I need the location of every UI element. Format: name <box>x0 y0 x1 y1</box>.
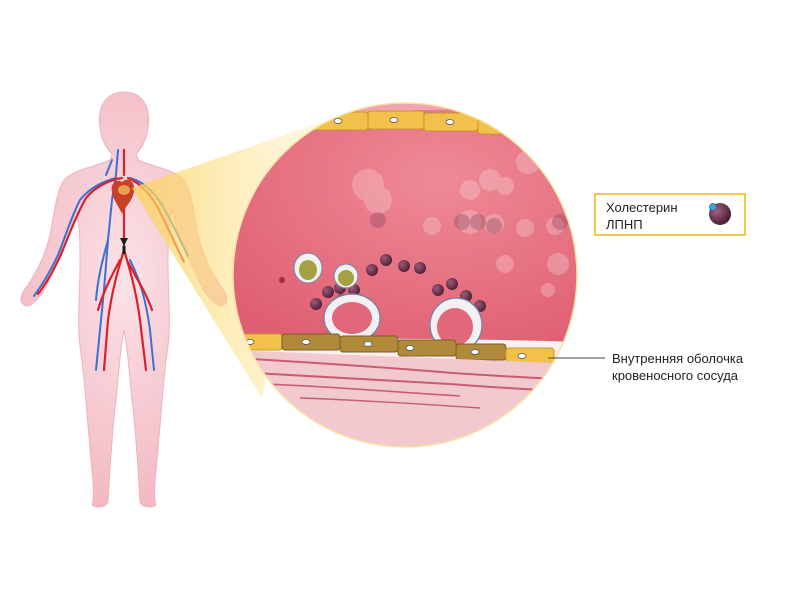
magnified-vessel-view <box>233 103 577 447</box>
legend-line-1: Холестерин <box>606 200 678 215</box>
annotation-line-1: Внутренняя оболочка <box>612 351 744 366</box>
aorta-arrow-icon <box>120 238 128 254</box>
ldl-cholesterol-particle-icon <box>709 203 731 225</box>
plaque-lesion <box>323 293 483 353</box>
annotation-line-2: кровеносного сосуда <box>612 368 739 383</box>
vessel-wall-layer <box>233 350 577 447</box>
heart-icon <box>111 179 135 214</box>
foam-cell <box>293 252 359 289</box>
vessel-lining-annotation: Внутренняя оболочка кровеносного сосуда <box>612 350 743 384</box>
ldl-particles-faded <box>370 212 568 234</box>
magnifier-circle-outline <box>232 102 578 448</box>
legend-box: Холестерин ЛПНП <box>594 193 746 236</box>
legend-line-2: ЛПНП <box>606 217 643 232</box>
blood-cells-faded <box>352 150 569 297</box>
